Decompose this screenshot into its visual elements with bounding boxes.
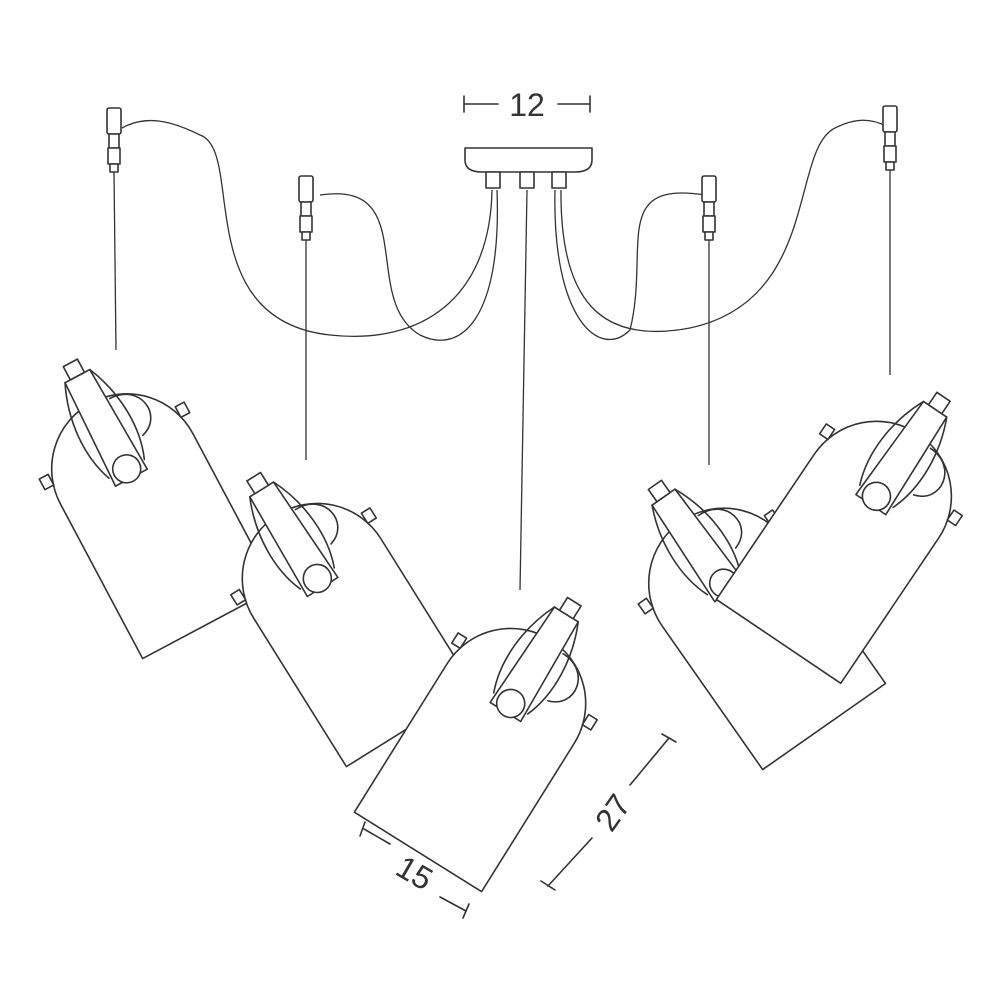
dimension-label-12: 12 — [509, 87, 545, 123]
cord-outlet-1 — [485, 171, 501, 189]
dimension-label-27: 27 — [588, 788, 638, 838]
cords — [121, 119, 887, 591]
dimension-canopy-width: 12 — [463, 87, 591, 123]
cord-grip-far-right — [882, 105, 898, 171]
drop-wires — [113, 170, 891, 465]
cord-grip-left — [298, 175, 314, 241]
cord-outlet-3 — [551, 171, 567, 189]
cord-grip-far-left — [106, 107, 122, 173]
ceiling-canopy — [464, 147, 593, 189]
cord-grip-right — [701, 175, 717, 241]
spot-head-far-left — [0, 323, 283, 663]
cord-outlet-2 — [519, 171, 535, 189]
